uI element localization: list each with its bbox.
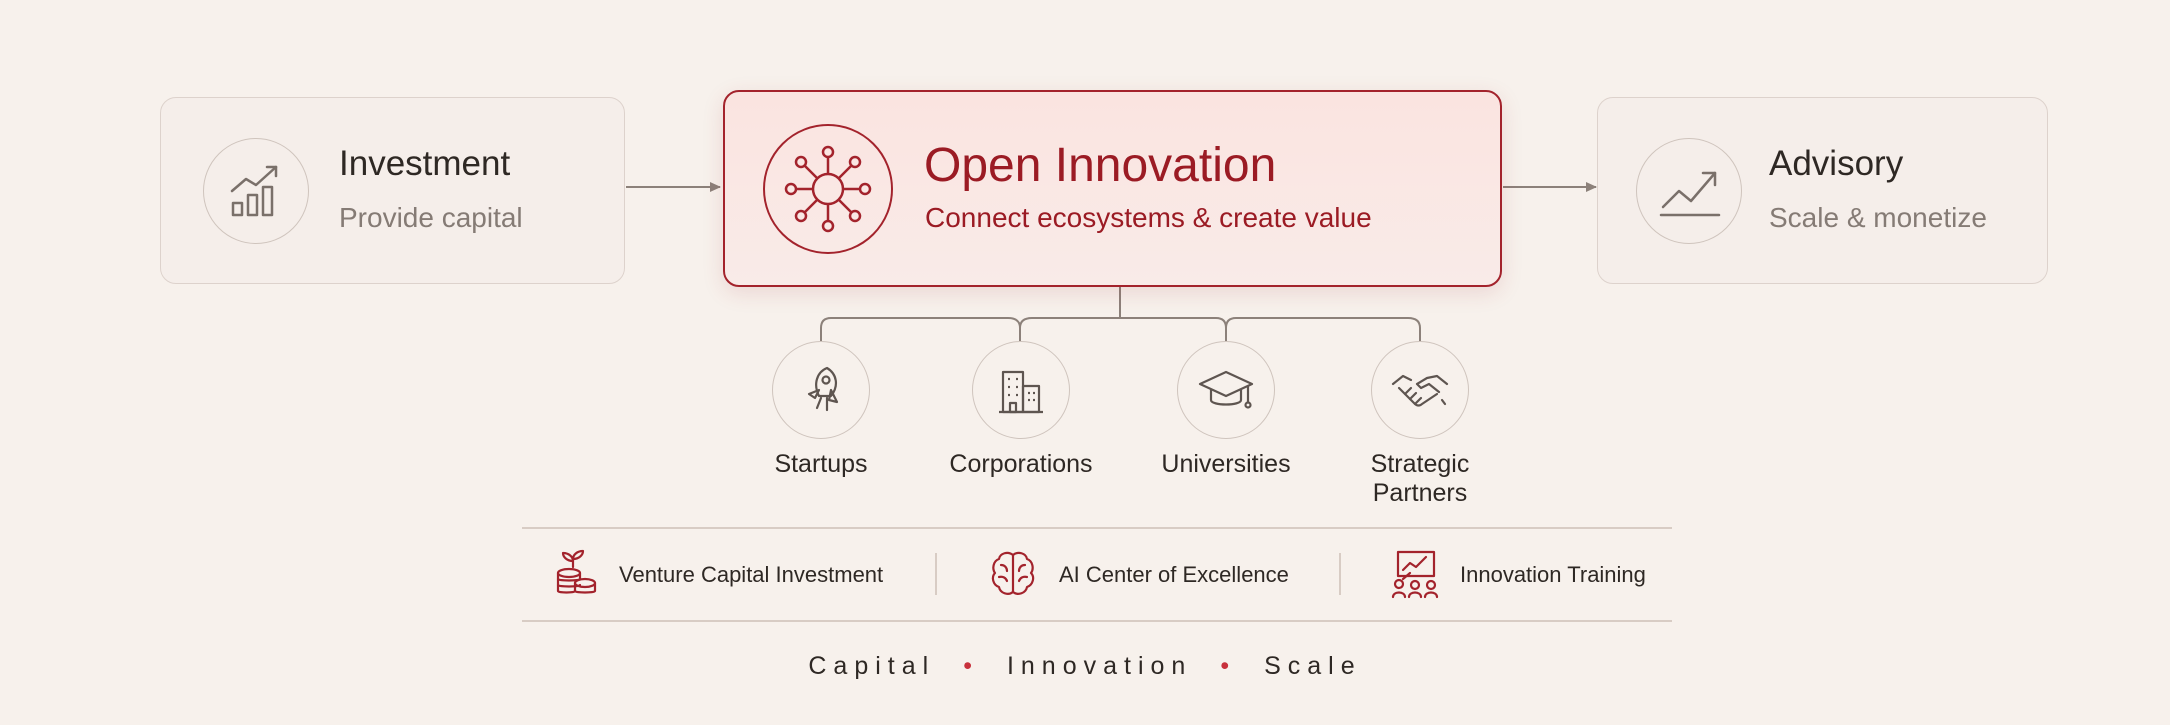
- universities-node: [1177, 341, 1275, 439]
- investment-icon-circle: [203, 138, 309, 244]
- advisory-card: Advisory Scale & monetize: [1597, 97, 2048, 284]
- ai-center-label: AI Center of Excellence: [1059, 562, 1289, 587]
- tree-connector: [820, 287, 1421, 341]
- open-innovation-subtitle: Connect ecosystems & create value: [925, 202, 1372, 233]
- services-top-rule: [522, 527, 1672, 529]
- advisory-icon-circle: [1636, 138, 1742, 244]
- services-bottom-rule: [522, 620, 1672, 622]
- innovation-training-label: Innovation Training: [1460, 562, 1646, 587]
- tagline-scale: Scale: [1264, 652, 1362, 680]
- corporations-node: [972, 341, 1070, 439]
- strategic-partners-node: [1371, 341, 1469, 439]
- tagline-innovation: Innovation: [1006, 652, 1193, 680]
- services-divider-2: [1339, 553, 1341, 595]
- strategic-partners-label: Strategic Partners: [1370, 450, 1470, 507]
- tagline-separator-dot: •: [963, 652, 979, 680]
- trend-up-icon: [1659, 171, 1721, 217]
- presentation-icon: [1391, 550, 1439, 599]
- advisory-title: Advisory: [1769, 144, 1904, 183]
- handshake-icon: [1391, 374, 1449, 407]
- bar-chart-growth-icon: [230, 165, 278, 217]
- buildings-icon: [999, 370, 1043, 414]
- venture-capital-label: Venture Capital Investment: [619, 562, 884, 587]
- services-divider-1: [935, 553, 937, 595]
- universities-label: Universities: [1161, 450, 1291, 478]
- graduation-cap-icon: [1198, 370, 1254, 409]
- advisory-subtitle: Scale & monetize: [1769, 202, 1987, 233]
- corporations-label: Corporations: [949, 450, 1093, 478]
- open-innovation-title: Open Innovation: [924, 139, 1277, 192]
- tagline: Capital • Innovation • Scale: [0, 652, 2170, 681]
- rocket-icon: [807, 366, 839, 412]
- network-hub-icon: [784, 145, 872, 233]
- tagline-capital: Capital: [808, 652, 936, 680]
- investment-title: Investment: [339, 144, 511, 183]
- startups-node: [772, 341, 870, 439]
- startups-label: Startups: [774, 450, 868, 478]
- investment-card: Investment Provide capital: [160, 97, 625, 284]
- brain-icon: [991, 551, 1035, 595]
- investment-subtitle: Provide capital: [339, 202, 523, 233]
- seedling-coins-icon: [556, 549, 597, 594]
- tagline-separator-dot: •: [1220, 652, 1237, 680]
- open-innovation-icon-circle: [763, 124, 893, 254]
- open-innovation-card: Open Innovation Connect ecosystems & cre…: [723, 90, 1502, 287]
